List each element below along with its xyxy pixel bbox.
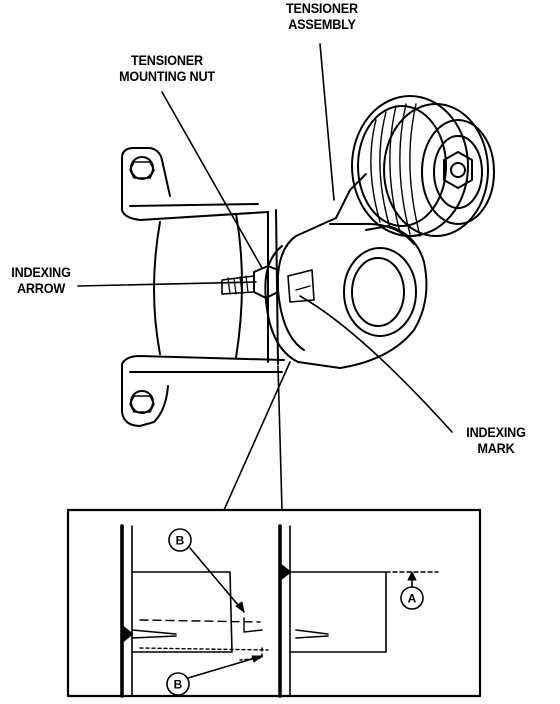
label-line: MOUNTING NUT [119, 68, 215, 84]
label-line: INDEXING [466, 424, 526, 440]
label-line: ASSEMBLY [288, 16, 356, 32]
label-line: MARK [477, 440, 515, 456]
label-tensioner-assembly: TENSIONER ASSEMBLY [277, 0, 367, 32]
pulley [351, 95, 495, 237]
label-line: ARROW [16, 280, 66, 296]
label-indexing-mark: INDEXING MARK [453, 424, 539, 456]
callout-a: A [408, 592, 417, 606]
label-tensioner-mounting-nut: TENSIONER MOUNTING NUT [100, 52, 235, 84]
label-line: TENSIONER [286, 0, 358, 16]
tensioner-body [264, 173, 428, 369]
label-indexing-arrow: INDEXING ARROW [4, 264, 78, 296]
label-line: INDEXING [11, 264, 71, 280]
label-line: TENSIONER [131, 52, 203, 68]
leader-lines [77, 43, 453, 511]
detail-inset [66, 508, 482, 698]
callout-b-bottom: B [174, 678, 183, 692]
callout-b-top: B [176, 534, 185, 548]
mounting-nut [221, 265, 279, 299]
mounting-bracket [121, 147, 285, 427]
